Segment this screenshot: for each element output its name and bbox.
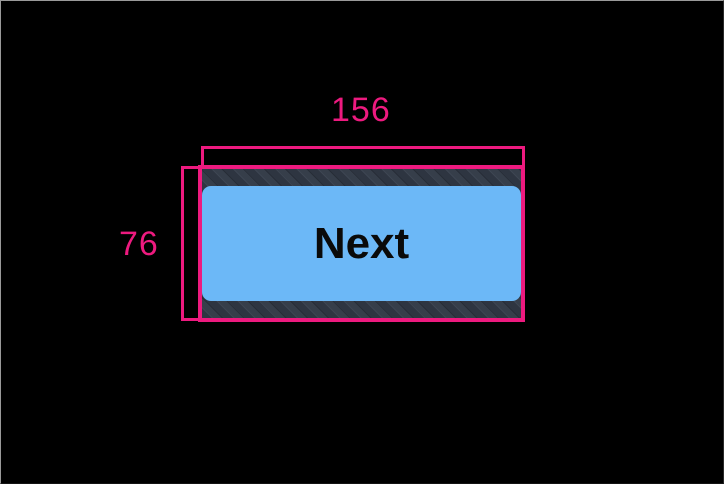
height-dimension-bracket: [181, 166, 198, 321]
highlighted-element-outline[interactable]: Next: [198, 165, 525, 322]
next-button[interactable]: Next: [202, 186, 521, 301]
height-dimension-label: 76: [119, 225, 159, 263]
width-dimension-label: 156: [331, 91, 391, 129]
width-dimension-bracket: [201, 146, 525, 165]
next-button-label: Next: [313, 218, 410, 268]
